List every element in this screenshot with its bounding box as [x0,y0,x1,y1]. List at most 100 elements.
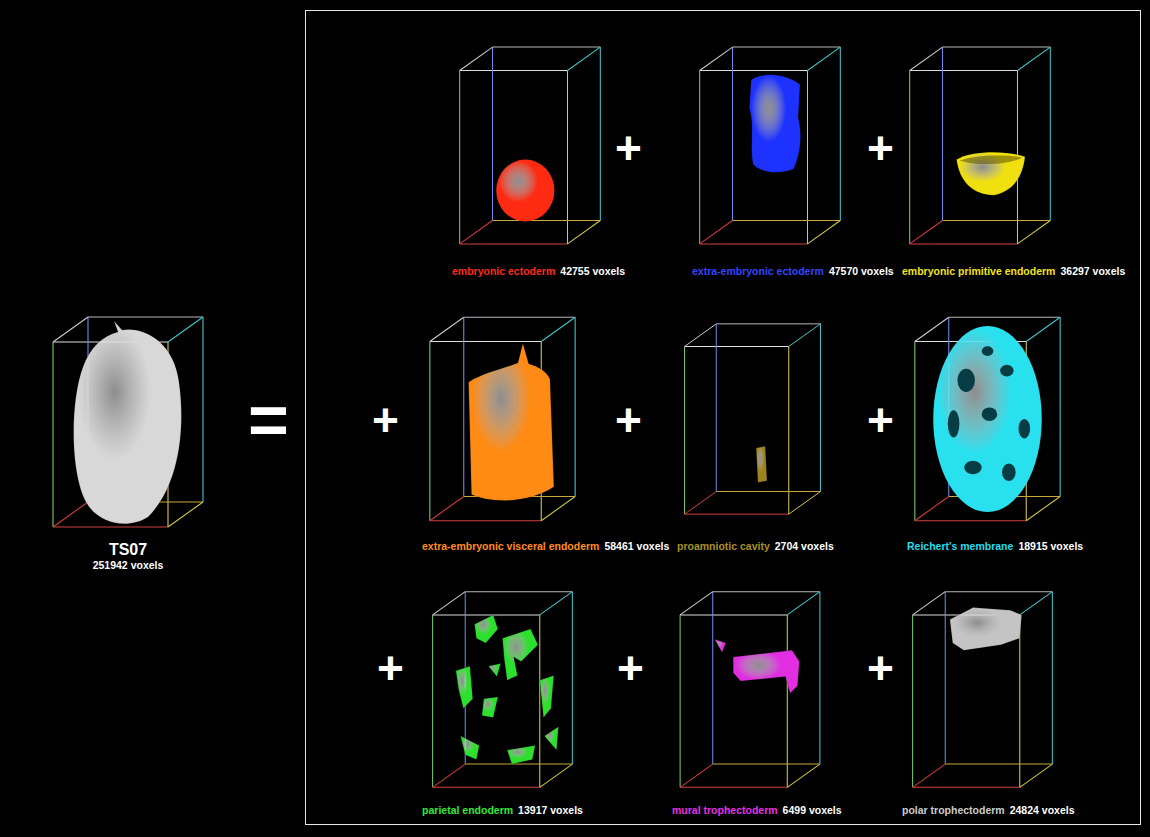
membrane-hole [1002,464,1016,481]
wireframe-edge [685,346,789,347]
wireframe-edge [716,491,820,492]
wireframe-edge [1026,317,1060,341]
wireframe-edge [1060,317,1061,496]
wireframe-edge [680,614,787,615]
wireframe-edge [540,764,573,787]
wireframe-edge [913,592,946,615]
whole-embryo-box: TS07251942 voxels [45,312,211,572]
wireframe-edge [430,520,541,521]
tissue-shape [461,736,480,759]
wireframe-edge [464,317,575,318]
wireframe-edge [787,764,820,787]
wireframe-edge [1018,47,1051,70]
wireframe-edge [914,342,915,521]
wireframe-edge [493,220,601,221]
wireframe-edge [680,592,713,615]
plus-sign: + [867,397,894,443]
wireframe-edge [465,591,572,592]
wireframe-edge [53,526,168,527]
wireframe-edge [433,614,540,615]
tissue-name: mural trophectoderm [672,804,778,816]
wireframe-edge [787,592,820,615]
membrane-hole [1000,365,1014,377]
membrane-hole [964,461,981,475]
tissue-shape [715,639,726,652]
wireframe-edge [493,47,601,48]
wireframe-edge [600,47,601,220]
wireframe-edge [568,47,601,70]
wireframe-edge [942,47,943,220]
wireframe-edge [433,592,466,615]
wireframe-edge [733,47,841,48]
wireframe-edge [539,615,540,787]
wireframe-edge [910,243,1018,244]
tissue-box: mural trophectoderm6499 voxels [672,587,828,818]
tissue-name: extra-embryonic visceral endoderm [422,540,599,552]
voxel-count: 42755 voxels [560,265,625,277]
voxel-caption: TS07251942 voxels [45,540,211,572]
wireframe-edge [913,787,1020,788]
wireframe-edge [915,520,1026,521]
wireframe-edge [680,764,713,787]
plus-sign: + [867,645,894,691]
voxel-render [905,587,1060,792]
wireframe-edge [460,243,568,244]
wireframe-edge [910,221,943,244]
wireframe-edge [460,70,568,71]
wireframe-edge [915,497,949,521]
membrane-hole [1019,419,1031,438]
wireframe-edge [680,615,681,787]
wireframe-edge [685,514,789,515]
wireframe-edge [700,47,733,70]
wireframe-edge [460,221,493,244]
tissue-shape [756,446,767,482]
tissue-box: extra-embryonic visceral endoderm58461 v… [422,310,583,554]
voxel-count: 36297 voxels [1060,265,1125,277]
wireframe-edge [541,497,575,521]
voxel-count: 2704 voxels [775,540,834,552]
voxel-render [905,38,1055,253]
wireframe-edge [53,317,88,342]
wireframe-edge [430,497,464,521]
tissue-shape [482,697,498,718]
wireframe-edge [700,70,808,71]
tissue-shape [456,666,473,708]
membrane-hole [982,346,994,356]
wireframe-edge [910,70,1018,71]
wireframe-edge [429,342,430,521]
wireframe-edge [840,47,841,220]
wireframe-edge [713,591,820,592]
tissue-shape [950,608,1022,651]
tissue-shape [489,663,501,676]
wireframe-edge [912,615,913,787]
wireframe-edge [1019,615,1020,787]
voxel-caption: extra-embryonic ectoderm47570 voxels [692,261,848,279]
voxel-caption: parietal endoderm 13917 voxels [422,800,583,818]
wireframe-edge [716,323,820,324]
wireframe-edge [808,221,841,244]
wireframe-edge [433,764,466,787]
wireframe-edge [913,764,946,787]
tissue-shape [469,343,554,500]
voxel-count: 13917 voxels [518,804,583,816]
wireframe-edge [699,71,700,244]
wireframe-edge [716,324,717,492]
wireframe-edge [788,347,789,515]
voxel-caption: embryonic primitive endoderm36297 voxels [902,261,1058,279]
wireframe-edge [819,592,820,764]
tissue-name: parietal endoderm [422,804,513,816]
voxel-render [675,587,825,792]
tissue-box: embryonic ectoderm42755 voxels [452,38,608,279]
tissue-name: extra-embryonic ectoderm [692,265,824,277]
wireframe-edge [700,243,808,244]
wireframe-edge [910,47,943,70]
wireframe-edge [52,342,53,527]
voxel-caption: polar trophectoderm24824 voxels [902,800,1063,818]
voxel-render [425,587,580,792]
wireframe-edge [789,492,821,515]
voxel-caption: embryonic ectoderm42755 voxels [452,261,608,279]
voxel-count: 58461 voxels [604,540,669,552]
voxel-render [425,310,580,528]
wireframe-edge [432,615,433,787]
